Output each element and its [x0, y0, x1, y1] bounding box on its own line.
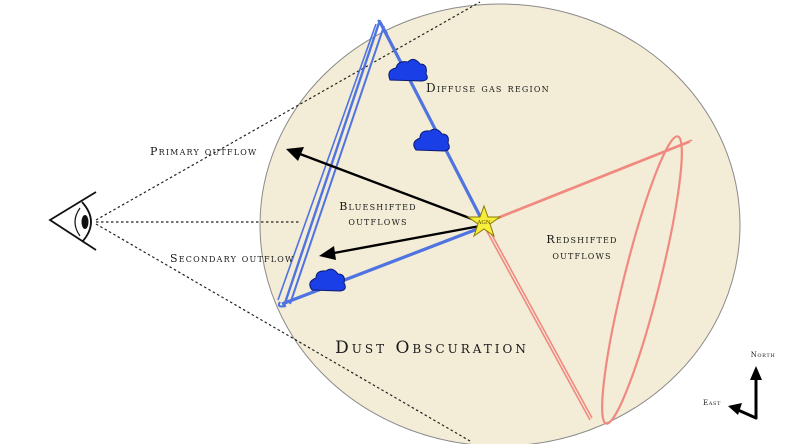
compass: North East — [703, 351, 776, 420]
agn-label: AGN — [476, 220, 490, 226]
sight-lines — [95, 1, 481, 442]
blueshifted-label-line1: Blueshifted — [339, 200, 417, 213]
secondary-outflow-arrowhead — [319, 246, 336, 260]
eye-icon — [48, 191, 97, 251]
compass-arrow-icon — [728, 366, 762, 420]
redshifted-cone — [483, 135, 693, 425]
secondary-outflow-arrow — [333, 224, 481, 255]
diffuse-gas-label: Diffuse gas region — [426, 81, 550, 95]
sight-line-bottom — [95, 223, 471, 442]
redshifted-label-line2: outflows — [552, 249, 611, 262]
primary-outflow-arrowhead — [286, 147, 304, 161]
secondary-outflow-label: Secondary outflow — [170, 252, 294, 265]
star-icon — [466, 204, 502, 238]
cloud-icon — [413, 128, 450, 152]
primary-outflow-arrow — [299, 152, 481, 224]
blueshifted-cone — [277, 19, 486, 308]
blueshifted-label-line2: outflows — [348, 215, 407, 228]
north-label: North — [751, 351, 776, 359]
primary-outflow-label: Primary outflow — [150, 145, 257, 158]
outflow-arrows — [286, 147, 481, 260]
east-label: East — [703, 399, 721, 407]
sight-line-top — [95, 1, 481, 221]
dust-obscuration-label: Dust Obscuration — [335, 338, 529, 358]
redshifted-label-line1: Redshifted — [546, 233, 617, 246]
cloud-icon — [309, 268, 346, 292]
cloud-icon — [388, 58, 428, 82]
dust-disk — [259, 3, 741, 444]
